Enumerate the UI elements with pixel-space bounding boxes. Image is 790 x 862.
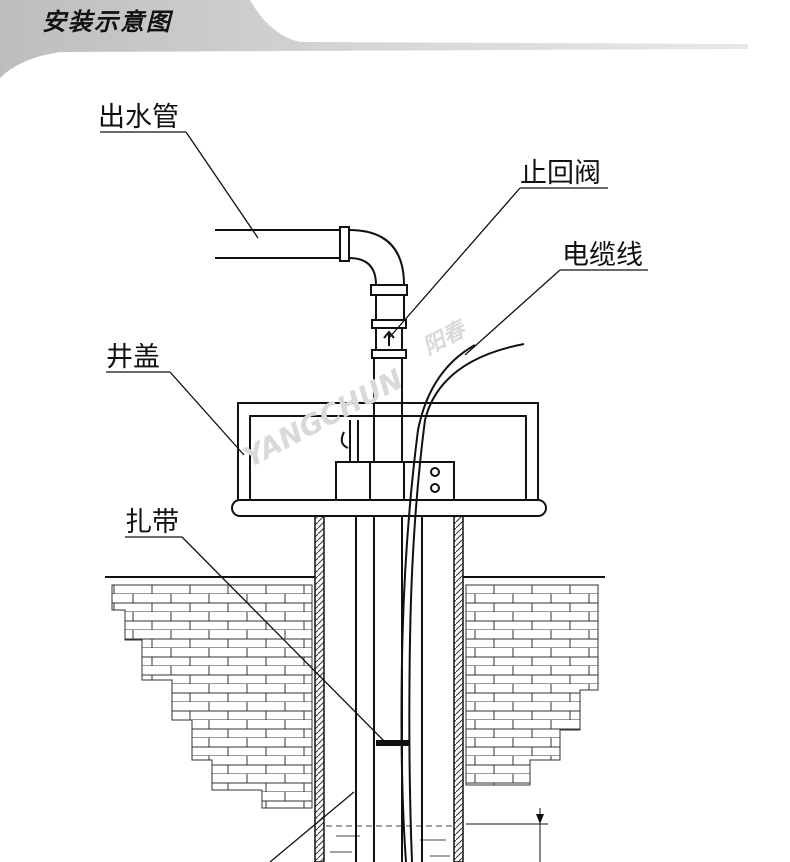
power-cable — [400, 343, 525, 862]
water-level — [326, 825, 452, 857]
watermark: YANGCHUN 阳春 — [238, 316, 473, 474]
ground-right — [462, 576, 605, 786]
ground-left — [105, 576, 318, 809]
check-valve — [371, 319, 407, 359]
label-well-cover: 井盖 — [106, 342, 160, 373]
label-cable-tie: 扎带 — [125, 507, 179, 538]
well-casing — [314, 515, 464, 862]
watermark-brand-cn: 阳春 — [419, 316, 472, 360]
label-outlet-pipe: 出水管 — [98, 102, 179, 133]
depth-dimension — [466, 808, 548, 862]
leader-lines — [100, 131, 648, 862]
page-title: 安装示意图 — [42, 7, 172, 36]
outlet-pipe — [215, 226, 408, 320]
label-cable: 电缆线 — [562, 240, 643, 271]
watermark-brand-en: YANGCHUN — [238, 362, 409, 474]
cable-tie — [376, 740, 409, 746]
lifting-hook — [340, 420, 359, 462]
label-check-valve: 止回阀 — [520, 158, 601, 189]
junction-boxes — [335, 461, 455, 501]
riser-pipe — [355, 358, 423, 862]
header-banner — [0, 0, 748, 78]
